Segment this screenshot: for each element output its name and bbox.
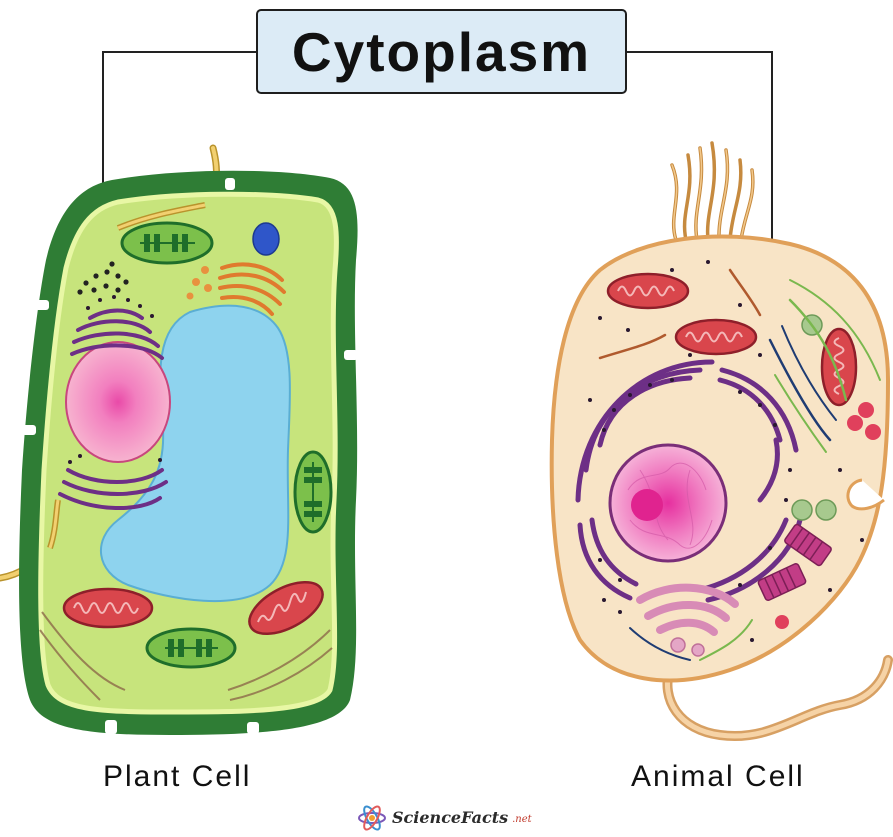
animal-endocytosis (846, 478, 885, 511)
animal-golgi (636, 583, 739, 636)
animal-microvilli (670, 141, 755, 242)
plant-nucleus (65, 341, 171, 463)
animal-golgi-vesicles (670, 637, 705, 657)
plant-peroxisome (252, 222, 280, 256)
animal-mitochondrion-mid (674, 318, 758, 356)
animal-vesicles-green (791, 314, 837, 521)
plant-golgi (218, 262, 286, 316)
animal-er-dots (598, 378, 792, 587)
plant-wall-notches (22, 178, 358, 734)
animal-ribosomes (588, 260, 864, 642)
plant-mitochondrion-right (248, 580, 324, 636)
animal-cell (549, 141, 893, 742)
title-box: Cytoplasm (256, 9, 627, 94)
plant-cell (0, 144, 358, 736)
page-title: Cytoplasm (291, 20, 592, 83)
plant-chloroplast-right (293, 450, 333, 534)
brand-suffix: .net (512, 814, 532, 825)
animal-cell-label: Animal Cell (631, 760, 805, 793)
plant-chloroplast-bottom (145, 627, 237, 669)
animal-centrioles (757, 523, 832, 602)
animal-mitochondrion-right (820, 327, 858, 407)
plant-cell-label: Plant Cell (103, 760, 252, 793)
atom-icon (358, 805, 386, 831)
brand-logo: ScienceFacts .net (356, 800, 532, 834)
plant-er-dots (68, 295, 162, 464)
plant-chloroplast-top (120, 221, 214, 265)
animal-nucleus (608, 443, 728, 563)
plant-mitochondrion-left (62, 587, 154, 629)
plant-vacuole (100, 304, 291, 603)
plant-er (58, 308, 168, 511)
animal-mitochondrion-top (606, 272, 690, 310)
plant-ribosomes (77, 261, 129, 295)
animal-lysosomes (775, 402, 881, 629)
plant-golgi-vesicles (186, 266, 212, 300)
leader-line-animal (627, 51, 773, 278)
animal-cytoskeleton (598, 268, 881, 661)
brand-name: ScienceFacts (392, 807, 509, 827)
plant-cytoskeleton (39, 611, 333, 701)
animal-nucleolus (631, 489, 663, 521)
